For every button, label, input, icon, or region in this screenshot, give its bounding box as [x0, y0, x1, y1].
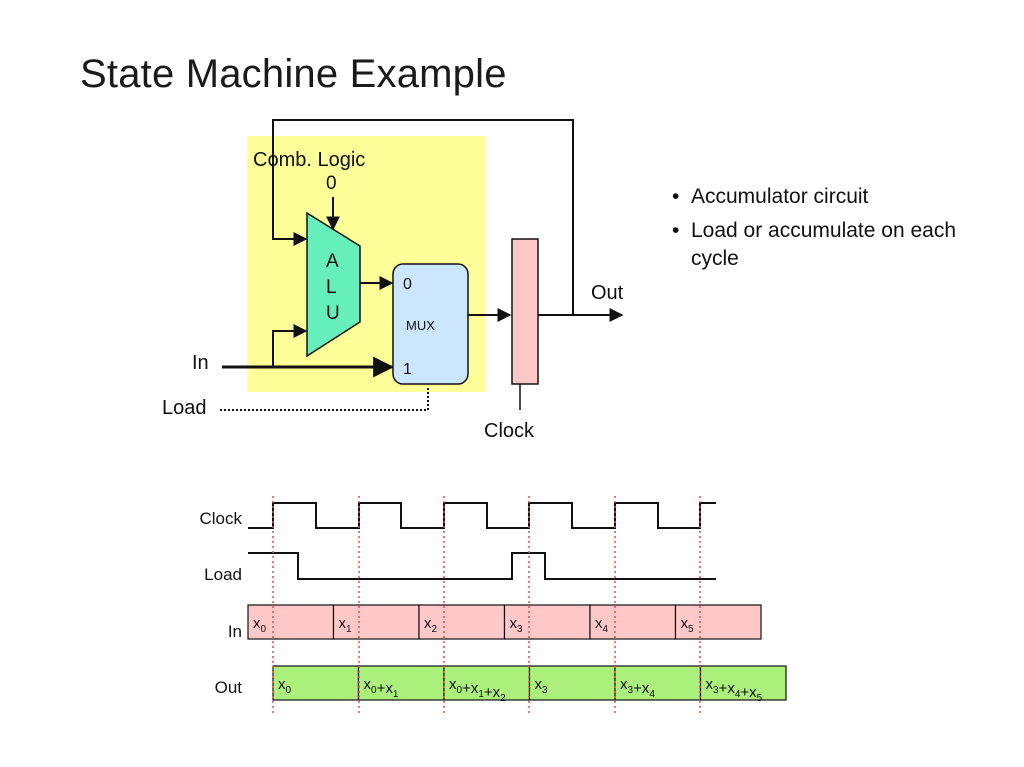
in-cell: [674, 604, 762, 640]
out-cell-value: x0+x1: [364, 676, 399, 700]
value-base: x: [620, 676, 628, 693]
value-subscript: 5: [757, 693, 763, 704]
out-cell: [443, 665, 531, 701]
value-base: +x: [462, 680, 479, 697]
value-base: x: [424, 615, 432, 632]
mux-label: MUX: [406, 318, 435, 333]
out-output-label: Out: [591, 282, 624, 304]
alu-letter: U: [326, 303, 340, 324]
timing-label-load: Load: [204, 565, 242, 584]
in-cell-value: x3: [510, 615, 524, 635]
load-input-label: Load: [162, 397, 207, 419]
value-subscript: 2: [432, 624, 438, 635]
value-subscript: 1: [478, 689, 484, 700]
value-base: x: [278, 676, 286, 693]
value-base: x: [595, 615, 603, 632]
value-subscript: 4: [603, 624, 609, 635]
load-waveform: [248, 552, 716, 580]
clock-edge-markers: [272, 496, 701, 716]
value-base: x: [449, 676, 457, 693]
value-base: x: [681, 615, 689, 632]
value-subscript: 0: [371, 685, 377, 696]
in-cell-value: x5: [681, 615, 695, 635]
value-subscript: 1: [393, 689, 399, 700]
value-subscript: 3: [517, 624, 523, 635]
in-to-alu-wire: [272, 324, 308, 367]
bullet-item: Load or accumulate on each cycle: [670, 217, 970, 273]
clock-input-label: Clock: [484, 420, 535, 442]
out-cell-value: x3+x4: [620, 676, 655, 700]
alu-const-input-label: 0: [326, 173, 337, 194]
feedback-wire: [272, 119, 574, 315]
in-cell: [418, 604, 506, 640]
mux-input-1-label: 1: [403, 361, 412, 378]
timing-label-clock: Clock: [199, 509, 242, 528]
mux-input-0-label: 0: [403, 276, 412, 293]
comb-logic-label: Comb. Logic: [253, 149, 365, 171]
value-subscript: 5: [688, 624, 694, 635]
in-cell-value: x1: [339, 615, 353, 635]
timing-label-in: In: [228, 622, 242, 641]
value-base: x: [253, 615, 261, 632]
out-cell-value: x0: [278, 676, 292, 696]
value-subscript: 3: [628, 685, 634, 696]
value-subscript: 4: [649, 689, 655, 700]
in-input-label: In: [192, 352, 209, 374]
value-base: x: [706, 676, 714, 693]
out-cell: [614, 665, 702, 701]
timing-label-out: Out: [215, 678, 243, 697]
value-base: +x: [719, 680, 736, 697]
value-subscript: 4: [735, 689, 741, 700]
bullet-item: Accumulator circuit: [670, 183, 970, 211]
in-cell: [589, 604, 677, 640]
slide-title: State Machine Example: [80, 52, 507, 96]
value-subscript: 0: [261, 624, 267, 635]
clock-waveform: [248, 502, 716, 529]
out-cell: [699, 665, 787, 701]
value-subscript: 0: [457, 685, 463, 696]
alu-letter: L: [326, 277, 337, 298]
value-base: x: [339, 615, 347, 632]
register-block: [511, 238, 539, 385]
value-subscript: 0: [286, 685, 292, 696]
value-base: x: [364, 676, 372, 693]
bullet-list: Accumulator circuit Load or accumulate o…: [670, 183, 970, 279]
load-select-wire: [220, 386, 429, 411]
out-cell-value: x0+x1+x2: [449, 676, 506, 704]
value-subscript: 3: [713, 685, 719, 696]
in-cell: [247, 604, 335, 640]
out-cell: [272, 665, 360, 701]
out-cell: [528, 665, 616, 701]
value-base: +x: [377, 680, 394, 697]
value-subscript: 1: [346, 624, 352, 635]
value-subscript: 3: [542, 685, 548, 696]
value-subscript: 2: [500, 693, 506, 704]
value-base: x: [535, 676, 543, 693]
in-cell-value: x4: [595, 615, 609, 635]
alu-block: [306, 211, 361, 358]
value-base: x: [510, 615, 518, 632]
value-base: +x: [484, 684, 501, 701]
value-base: +x: [633, 680, 650, 697]
circuit-diagram: Comb. Logic 0 A L U In 0 MUX 1 Load Cloc…: [162, 119, 624, 442]
out-cell-value: x3: [535, 676, 549, 696]
in-cell-value: x0: [253, 615, 267, 635]
out-cell-value: x3+x4+x5: [706, 676, 763, 704]
mux-block: [392, 263, 469, 385]
alu-letter: A: [326, 251, 339, 272]
in-cell-value: x2: [424, 615, 438, 635]
value-base: +x: [740, 684, 757, 701]
